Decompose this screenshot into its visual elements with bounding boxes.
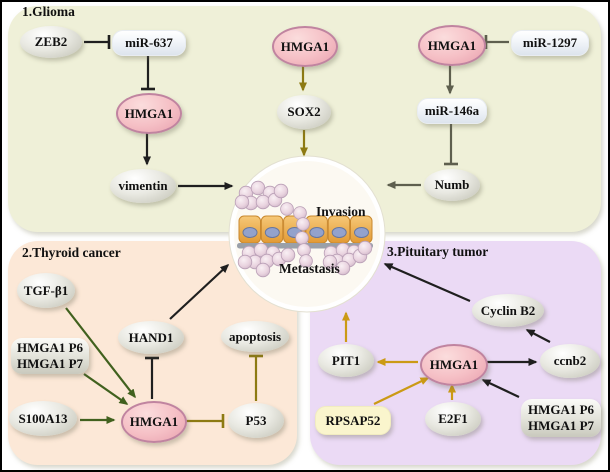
node-ccnb2: ccnb2	[540, 344, 600, 378]
edge-p6p7-activates-hmga1-pituitary	[481, 379, 520, 398]
edge-tgfb1-activates-hmga1	[65, 307, 136, 399]
node-hmga1-p6-thyroid-label: HMGA1 P6	[16, 340, 84, 355]
node-apoptosis: apoptosis	[221, 321, 289, 352]
edge-rpsap52-activates-hmga1	[373, 377, 430, 405]
node-zeb2: ZEB2	[20, 26, 82, 58]
edge-cyclinb2-to-circle	[383, 262, 471, 303]
node-hmga1-p6-p7-thyroid: HMGA1 P6 HMGA1 P7	[11, 338, 89, 374]
edge-p6p7-activates-hmga1-thyroid	[83, 373, 129, 405]
node-pit1: PIT1	[318, 344, 374, 377]
node-tgfb1: TGF-β1	[17, 273, 75, 308]
node-hmga1-mir: HMGA1	[418, 25, 486, 66]
node-rpsap52: RPSAP52	[315, 406, 391, 435]
node-vimentin: vimentin	[110, 169, 176, 203]
node-hmga1-glioma: HMGA1	[116, 93, 182, 134]
node-sox2: SOX2	[277, 95, 331, 129]
section-title-thyroid: 2.Thyroid cancer	[22, 245, 121, 260]
node-hmga1-p7-pituitary-label: HMGA1 P7	[527, 418, 595, 433]
invasion-label: Invasion	[316, 204, 366, 219]
edge-ccnb2-activates-cyclinb2	[525, 329, 551, 343]
cell-nuclei	[242, 227, 369, 238]
node-hmga1-p6-p7-pituitary: HMGA1 P6 HMGA1 P7	[521, 399, 601, 437]
node-numb: Numb	[424, 169, 480, 201]
section-title-glioma: 1.Glioma	[22, 4, 75, 19]
node-hmga1-p6-pituitary-label: HMGA1 P6	[527, 402, 595, 417]
node-mir637: miR-637	[112, 30, 186, 56]
edge-hand1-to-circle	[169, 263, 230, 320]
node-cyclin-b2: Cyclin B2	[472, 294, 544, 327]
node-mir146a: miR-146a	[417, 98, 487, 124]
metastasis-label: Metastasis	[279, 261, 340, 276]
section-title-pituitary: 3.Pituitary tumor	[387, 244, 489, 259]
node-p53: P53	[228, 403, 284, 438]
node-hmga1-p7-thyroid-label: HMGA1 P7	[16, 356, 84, 371]
node-hmga1-thyroid: HMGA1	[121, 401, 187, 443]
node-hmga1-pituitary: HMGA1	[420, 344, 488, 386]
node-mir1297: miR-1297	[511, 30, 589, 56]
node-s100a13: S100A13	[9, 401, 77, 436]
node-e2f1: E2F1	[425, 402, 481, 436]
node-hmga1-sox2: HMGA1	[272, 26, 338, 67]
node-hand1: HAND1	[118, 321, 184, 354]
tumor-cell-clusters	[234, 180, 373, 278]
